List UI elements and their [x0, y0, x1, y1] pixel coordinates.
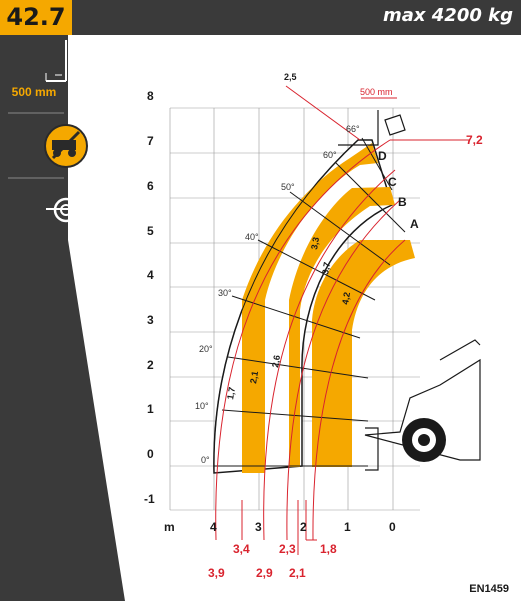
x-tick: 3	[255, 520, 262, 534]
bottom-label: 2,9	[256, 566, 273, 580]
extension-labels: 1,7 2,1 2,6 3,3 3,7 4,2	[225, 236, 352, 400]
zone-label: C	[388, 175, 397, 189]
model-number: 42.7	[0, 0, 72, 35]
top-label: 2,5	[284, 72, 297, 82]
standard-code: EN1459	[469, 583, 509, 595]
extension-label: 1,7	[225, 386, 237, 400]
bottom-label: 2,3	[279, 542, 296, 556]
zone-label: D	[378, 149, 387, 163]
header-bar	[0, 0, 521, 35]
load-center-label: 500 mm	[11, 85, 57, 99]
angle-label: 40°	[245, 232, 259, 242]
angle-labels: 0° 10° 20° 30° 40° 50° 60° 66°	[195, 124, 360, 465]
y-tick: 2	[147, 358, 154, 372]
zone-label: B	[398, 195, 407, 209]
y-tick: 1	[147, 402, 154, 416]
fork-icon	[338, 110, 406, 146]
x-tick: 2	[300, 520, 307, 534]
angle-label: 60°	[323, 150, 337, 160]
angle-label: 30°	[218, 288, 232, 298]
bottom-label: 1,8	[320, 542, 337, 556]
extension-label: 3,3	[309, 236, 321, 250]
angle-label: 20°	[199, 344, 213, 354]
radius-arcs	[215, 85, 470, 555]
x-tick: 4	[210, 520, 217, 534]
y-tick: -1	[144, 492, 155, 506]
bottom-labels: 3,4 2,3 1,8 3,9 2,9 2,1	[208, 542, 337, 580]
no-stabilizers-icon	[44, 124, 88, 168]
extension-label: 2,1	[248, 370, 260, 384]
angle-label: 66°	[346, 124, 360, 134]
max-load-label: max 4200 kg	[383, 5, 513, 26]
y-tick: 7	[147, 134, 154, 148]
boom-lines	[213, 137, 406, 474]
x-axis: m 4 3 2 1 0	[164, 520, 396, 534]
tyres-icon	[46, 197, 86, 223]
max-height-label: 7,2	[466, 133, 483, 147]
extension-label: 3,7	[320, 261, 332, 275]
extension-label: 2,6	[270, 354, 282, 368]
y-tick: 6	[147, 179, 154, 193]
zone-label: A	[410, 217, 419, 231]
telehandler-silhouette	[364, 339, 481, 471]
y-tick: 4	[147, 268, 154, 282]
y-tick: 0	[147, 447, 154, 461]
bottom-label: 3,9	[208, 566, 225, 580]
extension-label: 4,2	[340, 291, 352, 305]
y-tick: 3	[147, 313, 154, 327]
angle-label: 10°	[195, 401, 209, 411]
fork-load-center-icon	[45, 40, 67, 82]
angle-label: 0°	[201, 455, 210, 465]
bottom-label: 3,4	[233, 542, 250, 556]
y-axis: 8 7 6 5 4 3 2 1 0 -1	[144, 89, 155, 506]
x-tick: 0	[389, 520, 396, 534]
bottom-label: 2,1	[289, 566, 306, 580]
angle-label: 50°	[281, 182, 295, 192]
zone-labels: A B C D	[378, 149, 419, 231]
x-tick: m	[164, 520, 175, 534]
load-center-dim: 500 mm	[360, 87, 393, 97]
y-tick: 8	[147, 89, 154, 103]
y-tick: 5	[147, 224, 154, 238]
x-tick: 1	[344, 520, 351, 534]
